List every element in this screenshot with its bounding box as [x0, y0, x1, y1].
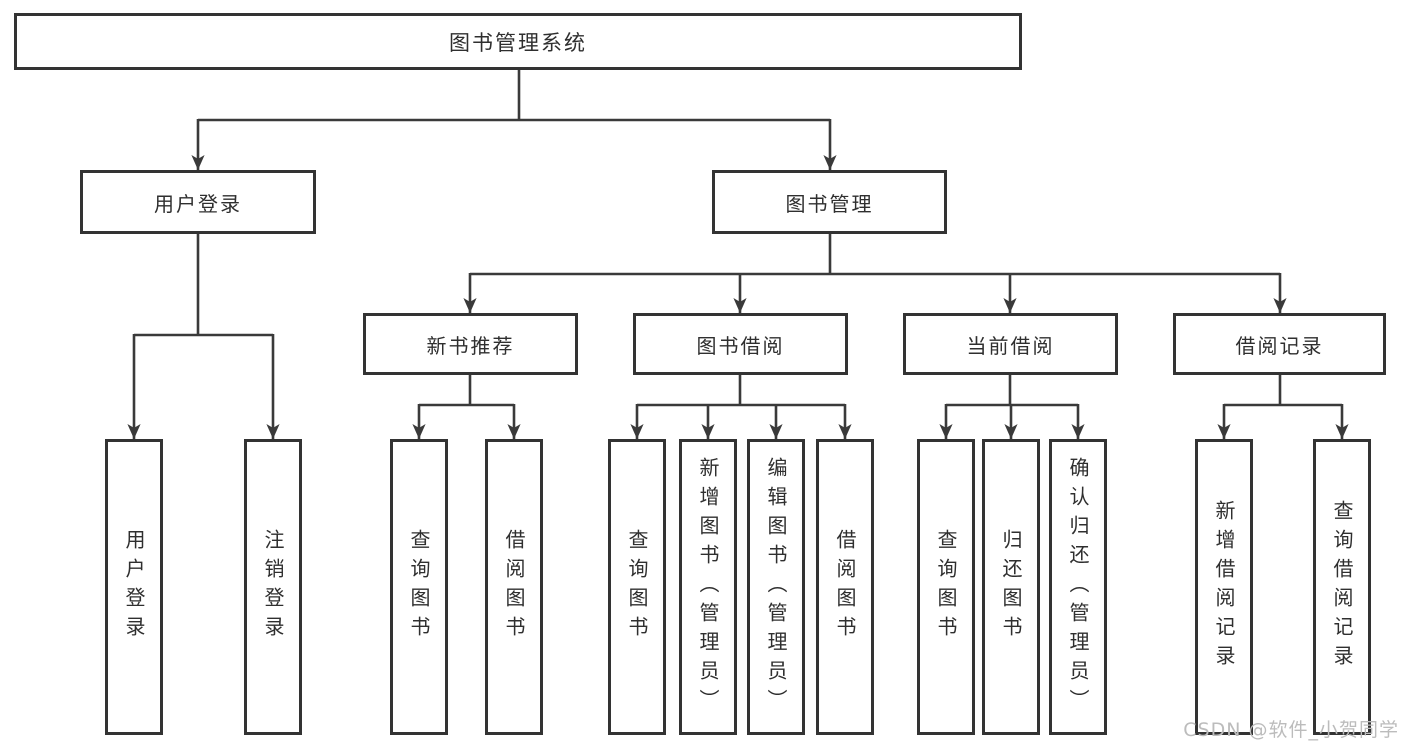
node-book-borrowing: 图书借阅 [633, 313, 848, 375]
node-leaf-query-books-2: 查询图书 [608, 439, 666, 735]
node-leaf-confirm-return-admin: 确认归还（管理员） [1049, 439, 1107, 735]
node-leaf-return-book: 归还图书 [982, 439, 1040, 735]
node-leaf-borrow-books-1: 借阅图书 [485, 439, 543, 735]
node-root-system: 图书管理系统 [14, 13, 1022, 70]
node-leaf-borrow-books-2: 借阅图书 [816, 439, 874, 735]
node-leaf-add-book-admin: 新增图书（管理员） [679, 439, 737, 735]
node-leaf-edit-book-admin: 编辑图书（管理员） [747, 439, 805, 735]
node-leaf-query-books-3: 查询图书 [917, 439, 975, 735]
node-book-management-group: 图书管理 [712, 170, 947, 234]
node-current-borrowing: 当前借阅 [903, 313, 1118, 375]
node-new-book-recommendation: 新书推荐 [363, 313, 578, 375]
node-leaf-user-login: 用户登录 [105, 439, 163, 735]
node-leaf-query-borrow-record: 查询借阅记录 [1313, 439, 1371, 735]
node-borrowing-records: 借阅记录 [1173, 313, 1386, 375]
csdn-watermark: CSDN @软件_小贺同学 [1183, 719, 1399, 741]
node-leaf-add-borrow-record: 新增借阅记录 [1195, 439, 1253, 735]
node-leaf-logout: 注销登录 [244, 439, 302, 735]
node-leaf-query-books-1: 查询图书 [390, 439, 448, 735]
node-user-login-group: 用户登录 [80, 170, 316, 234]
